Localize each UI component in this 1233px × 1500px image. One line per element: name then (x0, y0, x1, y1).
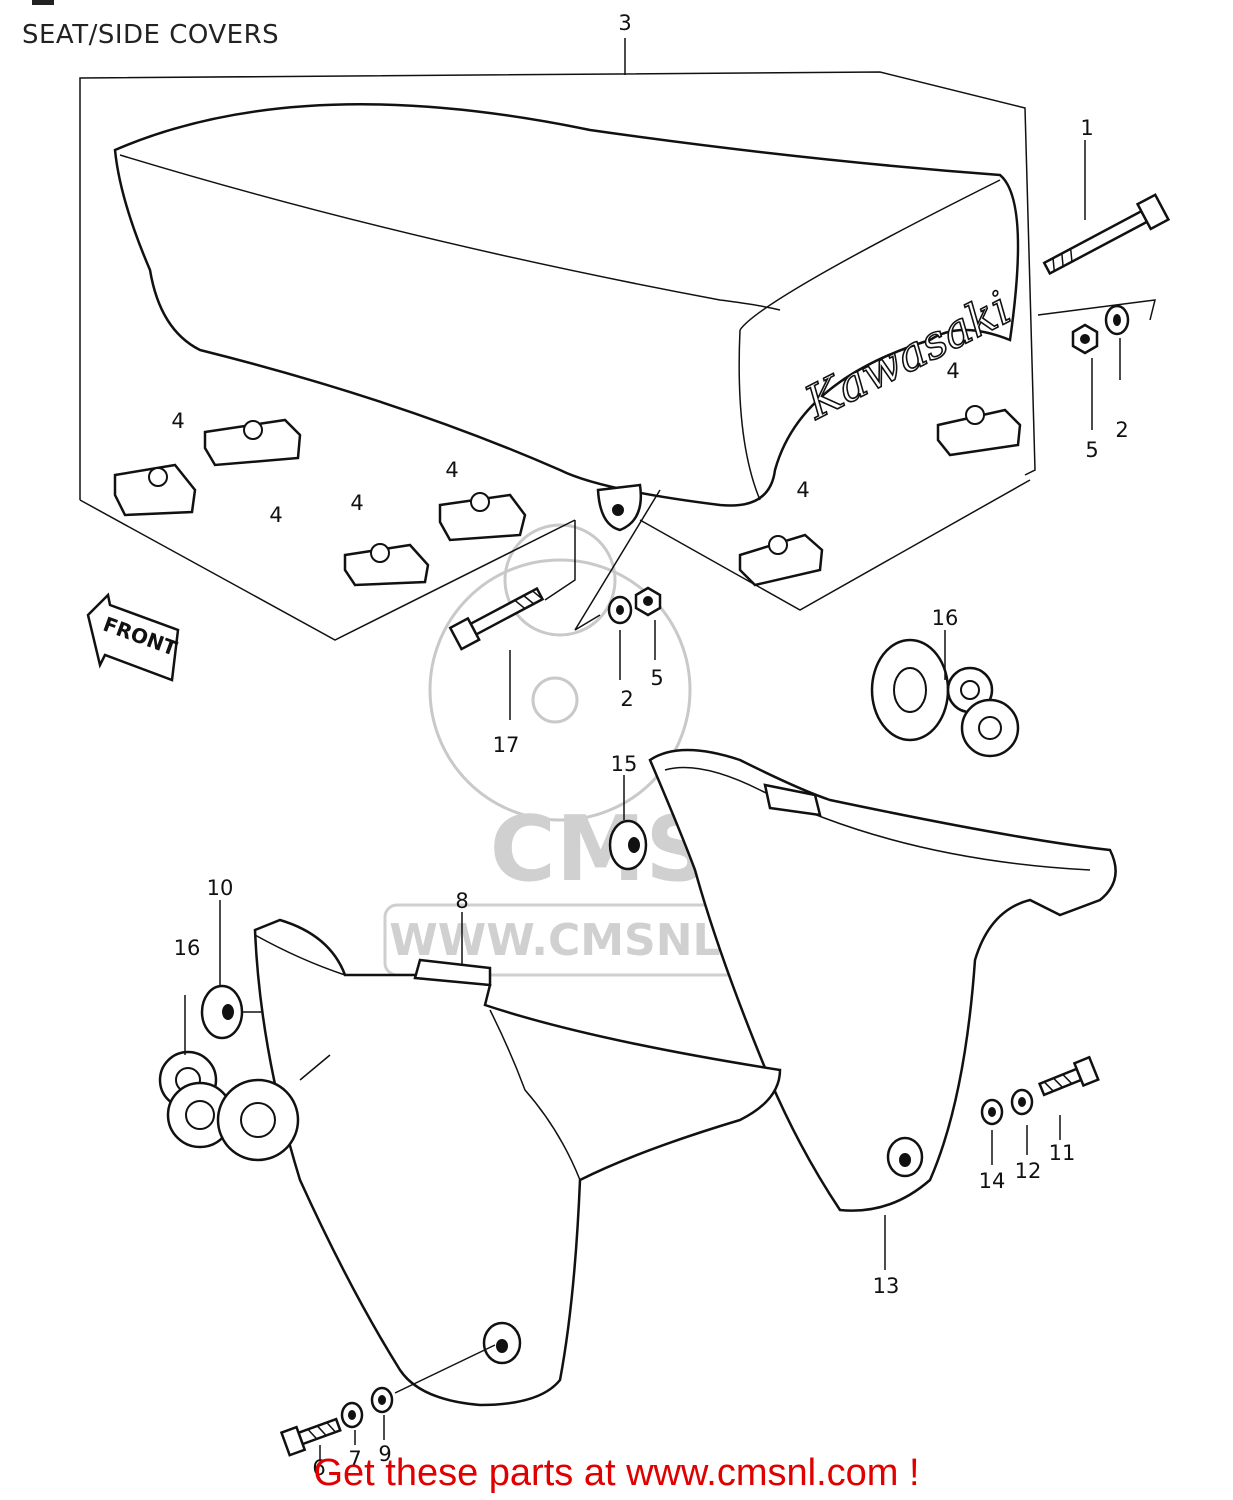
callout-4: 4 (445, 458, 458, 482)
right-cover-fasteners (980, 1055, 1100, 1165)
callout-9: 9 (378, 1442, 391, 1466)
watermark-face-circle (531, 676, 579, 724)
left-cover-crease (489, 1009, 581, 1181)
bolt-17 (448, 586, 545, 651)
callout-11: 11 (1049, 1141, 1076, 1165)
right-cover-tab (763, 783, 822, 817)
callout-13: 13 (873, 1274, 900, 1298)
washer-axis-front (574, 489, 661, 631)
right-side-cover-13 (648, 748, 1117, 1270)
front-arrow-shape (86, 592, 180, 682)
grommet-set-16-lower (158, 995, 331, 1162)
seat-group-bracket (79, 38, 1036, 641)
seat-body (113, 103, 1020, 507)
seat: Kawasaki (113, 103, 1020, 532)
bolt-6 (279, 1417, 342, 1457)
seat-rear-edge (739, 179, 1001, 331)
watermark-head-outline (428, 558, 692, 822)
callout-4: 4 (350, 491, 363, 515)
callout-5: 5 (650, 666, 663, 690)
promo-link[interactable]: Get these parts at www.cmsnl.com ! (313, 1452, 920, 1494)
seat-hinge-hole (612, 504, 624, 516)
grommet-10 (200, 900, 262, 1040)
callout-17: 17 (493, 733, 520, 757)
seat-bracket-right (639, 479, 1031, 611)
callout-4: 4 (946, 359, 959, 383)
callout-3: 3 (618, 11, 631, 35)
callout-15: 15 (611, 752, 638, 776)
page-title: SEAT/SIDE COVERS (22, 20, 280, 50)
seat-top-edge (119, 154, 781, 311)
bolt-11 (1037, 1055, 1100, 1097)
grommet-set-16-upper (870, 630, 1020, 758)
left-cover-tab (413, 958, 492, 987)
seat-pad (113, 463, 197, 517)
callout-2: 2 (1115, 418, 1128, 442)
seat-pads (113, 405, 1022, 587)
left-side-cover-body (253, 918, 782, 1407)
seat-bracket-left (79, 499, 576, 641)
callout-4: 4 (269, 503, 282, 527)
callout-1: 1 (1080, 116, 1093, 140)
bolt-axis-line (1037, 299, 1156, 321)
left-fastener-axis (394, 1344, 496, 1394)
callout-4: 4 (796, 478, 809, 502)
front-direction-arrow: FRONT (86, 592, 180, 682)
callout-16: 16 (174, 936, 201, 960)
callout-5: 5 (1085, 438, 1098, 462)
callout-8: 8 (455, 889, 468, 913)
seat-bracket-top (79, 71, 1036, 500)
seat-pad (738, 533, 824, 587)
watermark-helmet (503, 523, 617, 637)
bolt-1 (1042, 193, 1171, 276)
callout-4: 4 (171, 409, 184, 433)
callout-14: 14 (979, 1169, 1006, 1193)
callout-12: 12 (1015, 1159, 1042, 1183)
header-tab-mark (32, 0, 54, 5)
seat-rear-side (738, 329, 761, 501)
callout-numbers: 3 1 2 5 4 4 4 4 4 4 2 5 17 16 15 10 16 8… (171, 11, 1128, 1480)
seat-front-fasteners (448, 489, 662, 720)
left-cover-fasteners (279, 1344, 496, 1460)
seat-pad (343, 543, 430, 587)
callout-6: 6 (312, 1456, 325, 1480)
bolt-axis-front (544, 520, 576, 601)
left-cover-top-edge (254, 934, 346, 976)
grommet-16-axis (299, 1054, 331, 1081)
seat-pad (936, 405, 1022, 457)
callout-7: 7 (348, 1447, 361, 1471)
seat-pad (203, 418, 302, 467)
callout-2: 2 (620, 687, 633, 711)
right-side-cover-body (648, 748, 1117, 1212)
seat-rear-fasteners (1037, 140, 1171, 430)
grommet-15 (608, 775, 648, 871)
callout-10: 10 (207, 876, 234, 900)
left-side-cover-8 (253, 912, 782, 1407)
seat-pad (438, 492, 527, 542)
callout-16: 16 (932, 606, 959, 630)
